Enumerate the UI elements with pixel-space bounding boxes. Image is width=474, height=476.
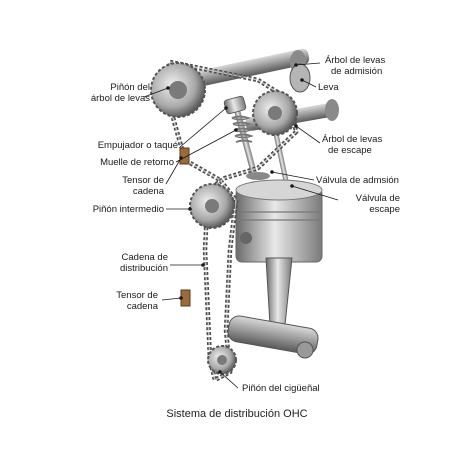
crankshaft xyxy=(227,315,319,359)
label-tappet: Empujador o taqué xyxy=(97,140,178,151)
label-lower-tensioner: Tensor de cadena xyxy=(116,290,158,312)
piston xyxy=(235,179,323,263)
cam-lobe xyxy=(289,63,311,93)
label-camshaft-sprocket: Piñón del árbol de levas xyxy=(91,82,150,104)
exhaust-camshaft-sprocket xyxy=(252,90,298,136)
return-spring xyxy=(231,115,254,143)
label-timing-chain-line2: distribución xyxy=(119,263,168,274)
label-timing-chain-line1: Cadena de xyxy=(121,252,168,263)
label-lower-tensioner-line2: cadena xyxy=(126,301,158,312)
crankshaft-sprocket xyxy=(207,345,237,375)
label-intake-camshaft-line1: Árbol de levas xyxy=(325,55,386,66)
label-cam-lobe: Leva xyxy=(318,82,339,93)
label-exhaust-camshaft: Árbol de levas de escape xyxy=(322,134,382,156)
camshaft-sprocket xyxy=(150,62,206,118)
timing-chain xyxy=(165,59,299,384)
label-exhaust-valve: Válvula de escape xyxy=(356,193,400,215)
label-upper-tensioner-line1: Tensor de xyxy=(122,175,164,186)
intermediate-sprocket xyxy=(189,183,235,229)
label-intake-valve: Válvula de admsión xyxy=(316,175,399,186)
figure-caption: Sistema de distribución OHC xyxy=(166,408,308,420)
label-exhaust-camshaft-line2: de escape xyxy=(328,145,372,156)
label-camshaft-sprocket-line2: árbol de levas xyxy=(90,93,150,104)
label-intake-camshaft: Árbol de levas de admisión xyxy=(325,55,385,77)
label-intermediate-sprocket: Piñón intermedio xyxy=(92,204,164,215)
connecting-rod xyxy=(265,257,293,326)
label-intake-camshaft-line2: de admisión xyxy=(331,66,383,77)
label-exhaust-valve-line2: escape xyxy=(369,204,400,215)
label-upper-tensioner: Tensor de cadena xyxy=(122,175,164,197)
label-lower-tensioner-line1: Tensor de xyxy=(116,290,158,301)
label-timing-chain: Cadena de distribución xyxy=(120,252,168,274)
leader-lines xyxy=(143,62,339,389)
label-exhaust-camshaft-line1: Árbol de levas xyxy=(322,134,383,145)
label-crankshaft-sprocket: Piñón del cigüeñal xyxy=(242,383,320,394)
label-camshaft-sprocket-line1: Piñón del xyxy=(110,82,150,93)
label-return-spring: Muelle de retorno xyxy=(100,157,174,168)
upper-chain-tensioner xyxy=(179,147,190,165)
tappet xyxy=(223,95,247,115)
label-exhaust-valve-line1: Válvula de xyxy=(355,193,400,204)
label-upper-tensioner-line2: cadena xyxy=(132,186,164,197)
